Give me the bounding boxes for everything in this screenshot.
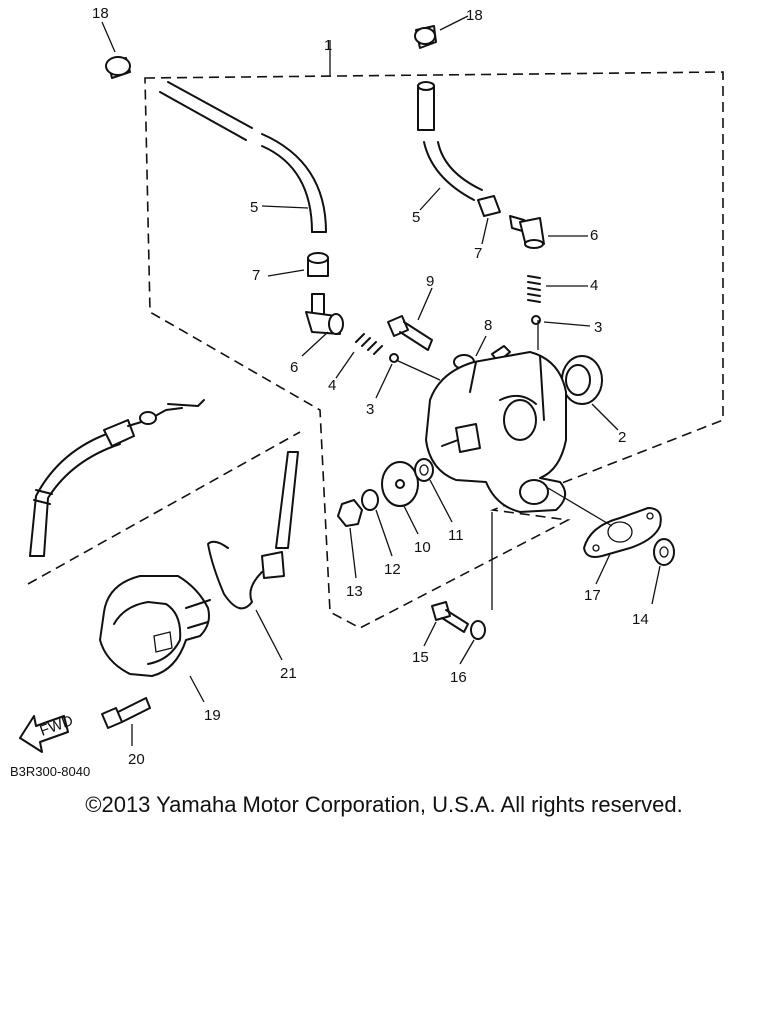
callout-8: 8	[484, 317, 492, 334]
part-4-spring-left	[335, 333, 383, 379]
part-16-washer	[459, 512, 493, 665]
callout-9: 9	[426, 273, 434, 290]
callout-6-left: 6	[290, 359, 298, 376]
callout-12: 12	[384, 561, 401, 578]
part-6-left	[301, 293, 344, 357]
part-21-cable	[207, 451, 299, 661]
callout-5-right: 5	[412, 209, 420, 226]
copyright-notice: ©2013 Yamaha Motor Corporation, U.S.A. A…	[85, 792, 683, 817]
boundary-divider	[27, 431, 301, 585]
callout-6-right: 6	[590, 227, 598, 244]
part-14-washer	[651, 538, 675, 605]
callout-7-right: 7	[474, 245, 482, 262]
callout-17: 17	[584, 587, 601, 604]
callout-18-right: 18	[466, 7, 483, 24]
parts-diagram: FWD 1 18 18 5 5 7 7 6 6 4 4 3 3 9 8 2 10…	[19, 5, 724, 768]
assembly-boundary	[144, 71, 724, 629]
callout-14: 14	[632, 611, 649, 628]
part-12-washer	[361, 489, 393, 557]
callout-18-left: 18	[92, 5, 109, 22]
part-18-right	[414, 15, 469, 49]
callout-20: 20	[128, 751, 145, 768]
callout-5-left: 5	[250, 199, 258, 216]
callout-10: 10	[414, 539, 431, 556]
part-6-right	[509, 215, 588, 249]
callout-15: 15	[412, 649, 429, 666]
diagram-code: B3R300-8040	[10, 764, 91, 779]
callout-7-left: 7	[252, 267, 260, 284]
part-3-ball-right	[531, 315, 591, 327]
callout-3-left: 3	[366, 401, 374, 418]
part-7-right	[477, 195, 501, 245]
part-11-washer	[414, 458, 453, 523]
callout-21: 21	[280, 665, 297, 682]
callout-13: 13	[346, 583, 363, 600]
part-2-seal	[561, 355, 619, 431]
part-10-pulley	[381, 461, 419, 535]
callout-2: 2	[618, 429, 626, 446]
part-9-bolt	[387, 287, 433, 351]
part-5-hose-right	[417, 81, 483, 211]
callout-4-right: 4	[590, 277, 598, 294]
callout-4-left: 4	[328, 377, 336, 394]
part-13-nut	[337, 499, 363, 579]
part-20-bolt	[101, 697, 151, 746]
callout-19: 19	[204, 707, 221, 724]
forward-arrow-icon: FWD	[19, 712, 76, 753]
part-3-ball-left	[375, 353, 399, 399]
part-18-left	[101, 21, 131, 79]
callout-11: 11	[448, 527, 464, 544]
part-19-cover	[99, 575, 211, 703]
oil-pump-body	[395, 320, 567, 513]
part-17-gasket	[547, 487, 662, 585]
callout-3-right: 3	[594, 319, 602, 336]
part-7-left	[267, 252, 329, 277]
callout-16: 16	[450, 669, 467, 686]
throttle-cable	[29, 399, 205, 557]
part-4-spring-right	[527, 275, 588, 303]
part-15-bolt	[423, 601, 469, 647]
part-5-hose-left	[159, 81, 327, 233]
callout-1: 1	[324, 37, 332, 54]
